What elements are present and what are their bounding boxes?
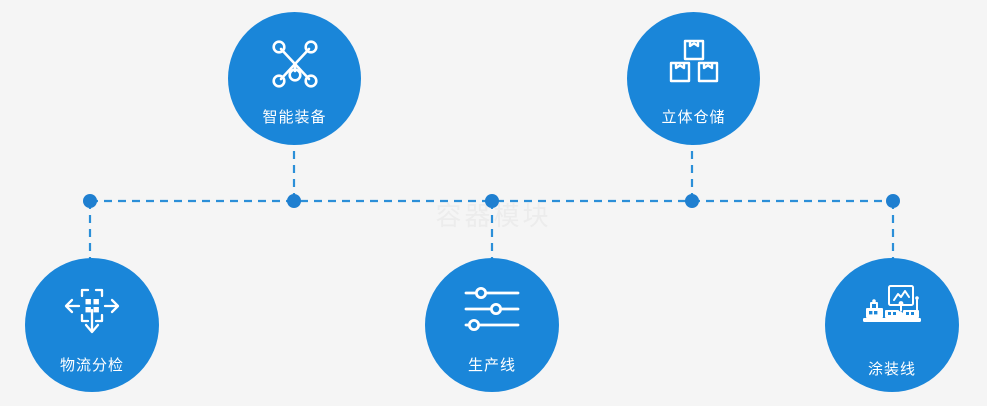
sliders-icon (464, 286, 520, 332)
node-sorting[interactable]: 物流分检 (25, 258, 159, 392)
junction-dot-sorting (83, 194, 97, 208)
sorting-arrows-icon (63, 284, 121, 338)
node-warehouse[interactable]: 立体仓储 (627, 12, 760, 145)
junction-dot-production-line (485, 194, 499, 208)
node-label-warehouse: 立体仓储 (661, 108, 726, 126)
node-label-smart-equipment: 智能装备 (262, 108, 327, 126)
node-label-painting-line: 涂装线 (867, 360, 916, 378)
node-label-production-line: 生产线 (467, 356, 516, 374)
factory-monitor-icon (861, 284, 923, 334)
node-production-line[interactable]: 生产线 (425, 258, 559, 392)
stacked-boxes-icon (668, 38, 720, 90)
node-smart-equipment[interactable]: 智能装备 (228, 12, 361, 145)
node-painting-line[interactable]: 涂装线 (825, 258, 959, 392)
junction-dot-warehouse (685, 194, 699, 208)
node-label-sorting: 物流分检 (59, 356, 124, 374)
network-nodes-icon (268, 38, 322, 92)
junction-dot-painting-line (886, 194, 900, 208)
junction-dot-smart-equipment (287, 194, 301, 208)
